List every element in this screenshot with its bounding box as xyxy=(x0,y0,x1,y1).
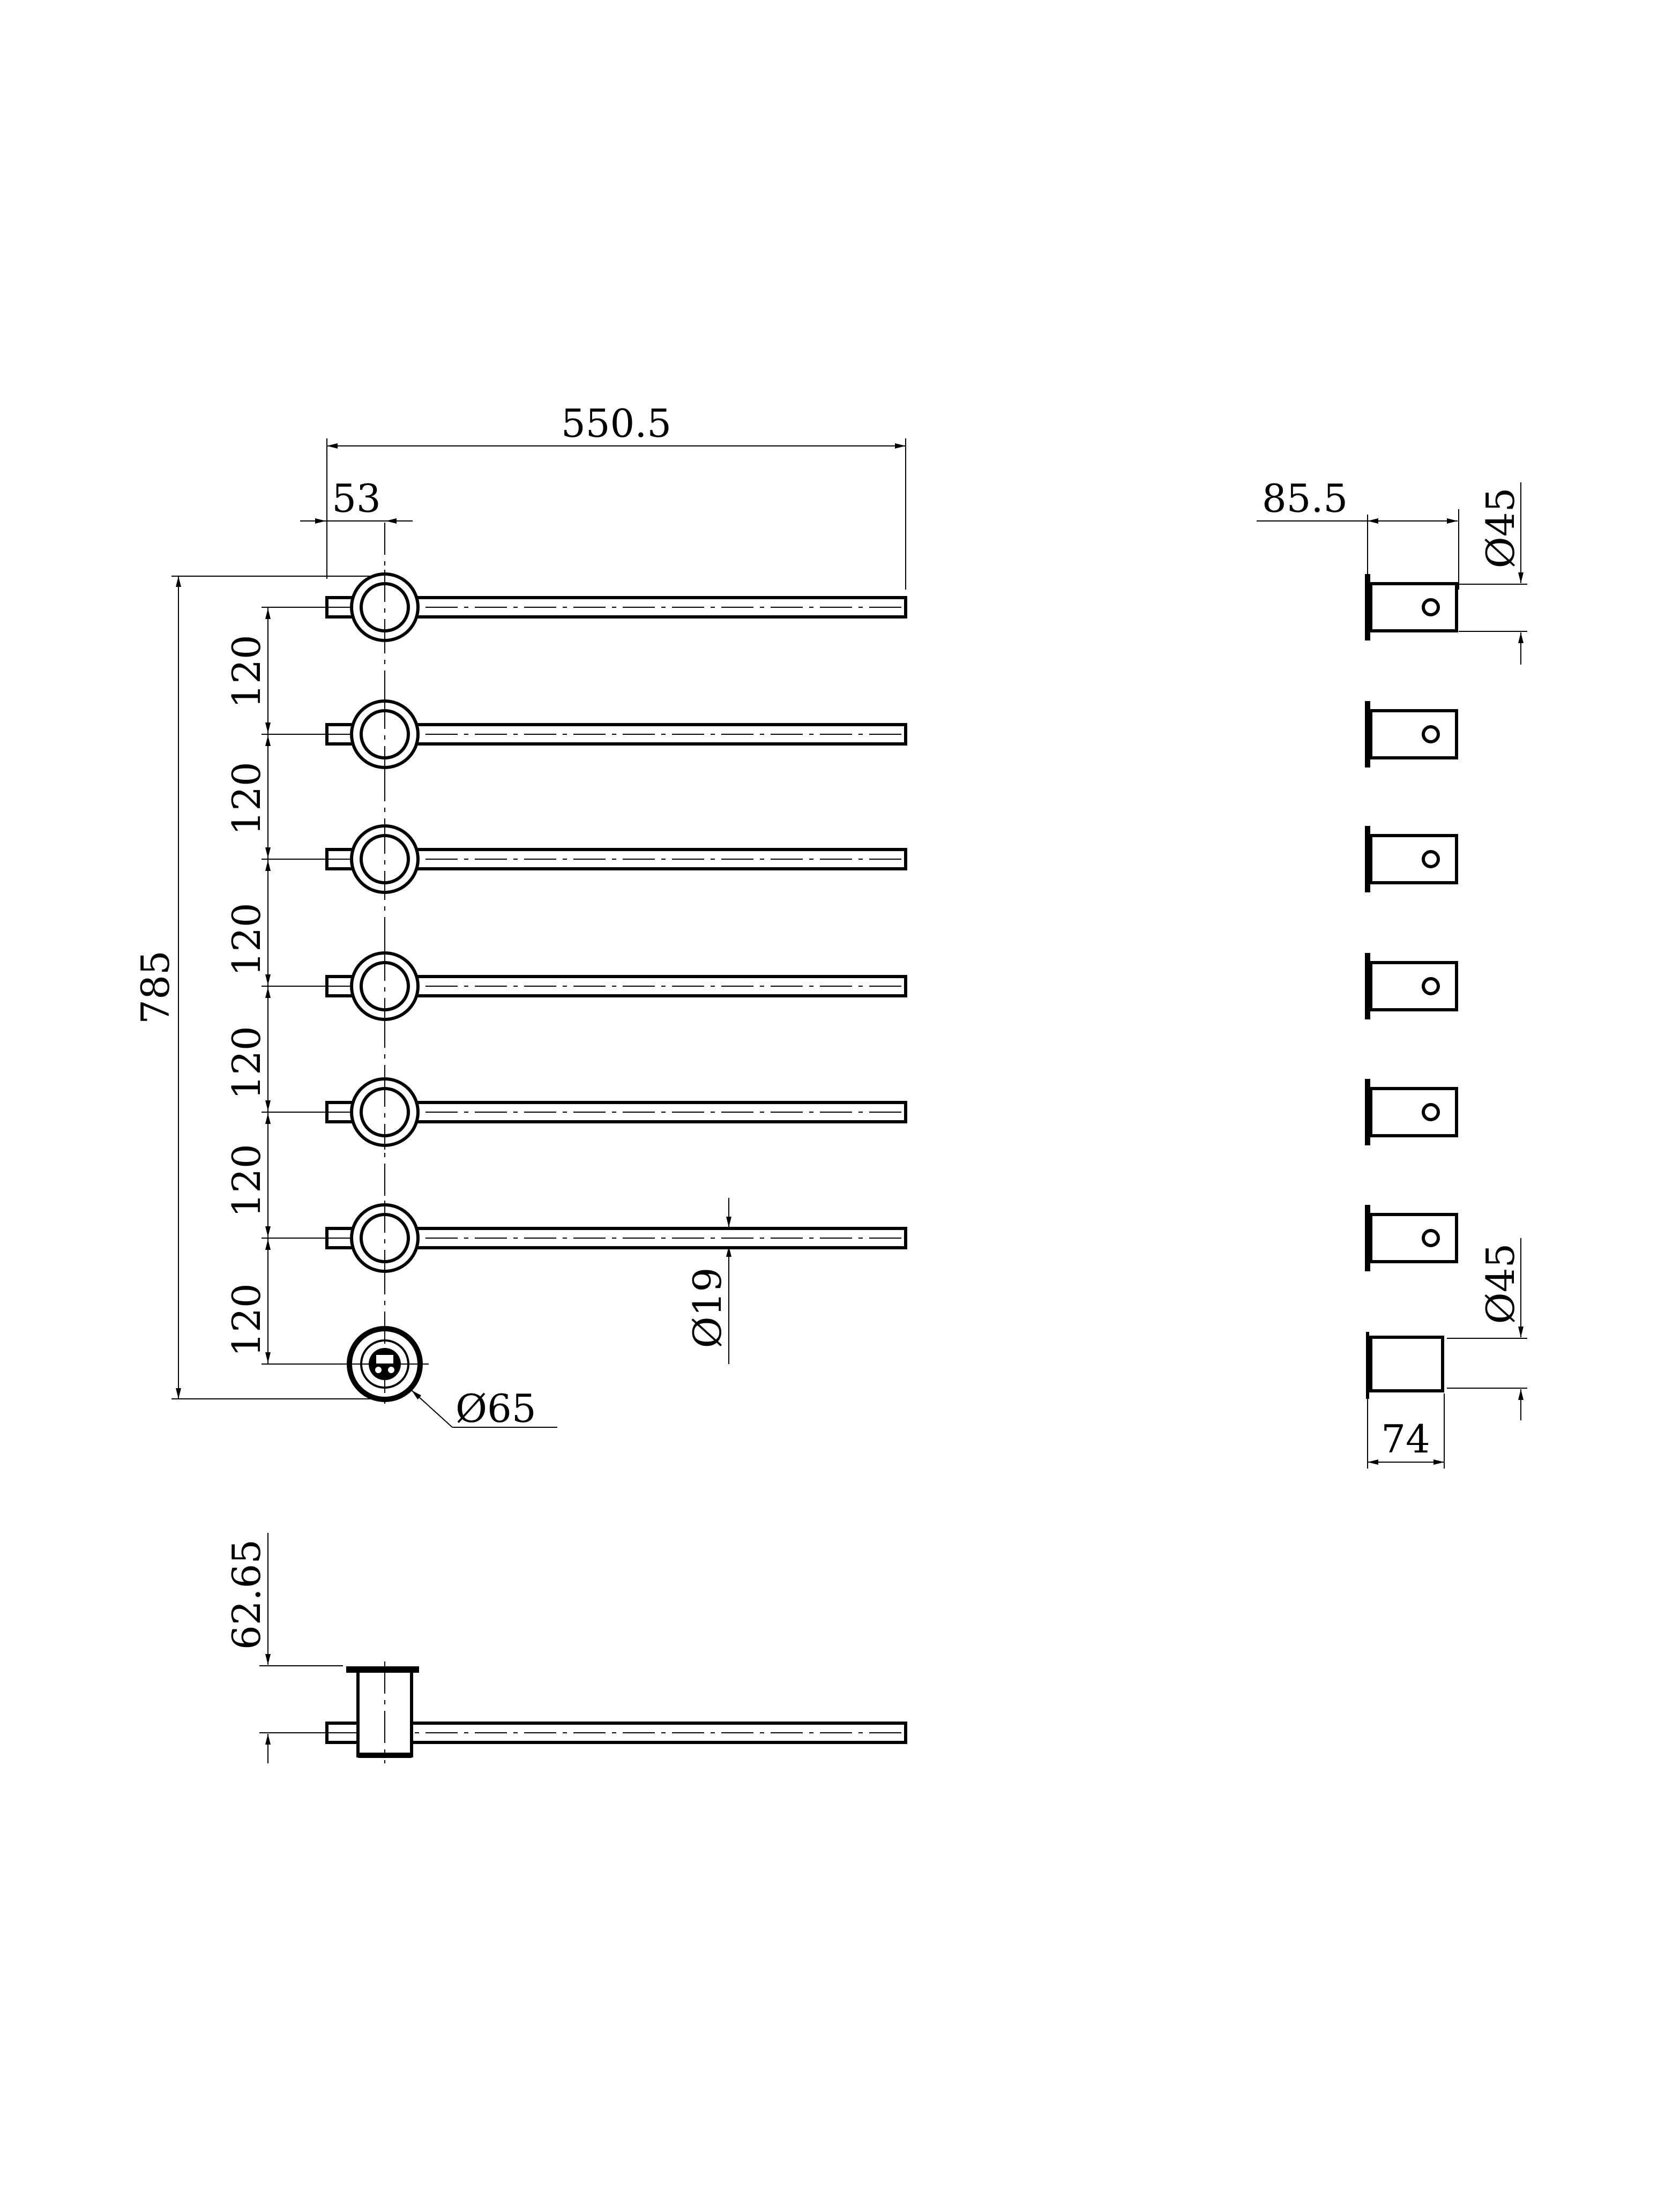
spacing-dimensions xyxy=(262,607,348,1365)
bottom-diameter-label: Ø45 xyxy=(1478,1243,1523,1324)
side-view: 85.5 Ø45 Ø45 74 xyxy=(1257,476,1527,1469)
overall-height-label: 785 xyxy=(133,950,178,1024)
element-depth-label: 74 xyxy=(1381,1417,1430,1462)
spacing-label-3: 120 xyxy=(224,903,269,976)
rail-1 xyxy=(325,570,907,645)
side-bracket-5 xyxy=(1365,1079,1458,1145)
plan-view: 62.65 xyxy=(224,1533,907,1763)
heating-element xyxy=(339,1326,429,1402)
spacing-label-5: 120 xyxy=(224,1144,269,1217)
element-side xyxy=(1366,1332,1444,1399)
spacing-label-2: 120 xyxy=(224,762,269,835)
offset-label: 53 xyxy=(332,476,381,521)
rail-5 xyxy=(325,1075,907,1150)
spacing-label-1: 120 xyxy=(224,635,269,708)
heated-rails xyxy=(325,570,907,1276)
rail-4 xyxy=(325,949,907,1024)
rail-6 xyxy=(325,1201,907,1276)
side-bracket-6 xyxy=(1365,1205,1458,1271)
side-brackets xyxy=(1365,574,1458,1271)
side-bracket-4 xyxy=(1365,953,1458,1019)
front-view: Ø65 550.5 53 785 120 120 120 120 120 120… xyxy=(133,401,907,1431)
element-diameter-label: Ø65 xyxy=(456,1386,536,1431)
overall-width-label: 550.5 xyxy=(561,401,671,446)
rail-3 xyxy=(325,822,907,897)
side-bracket-2 xyxy=(1365,701,1458,768)
element-diameter-arrow xyxy=(411,1390,453,1428)
plan-offset-label: 62.65 xyxy=(224,1539,269,1650)
rail-2 xyxy=(325,697,907,772)
top-diameter-label: Ø45 xyxy=(1478,488,1523,569)
depth-label: 85.5 xyxy=(1262,476,1348,521)
bar-diameter-label: Ø19 xyxy=(685,1268,730,1348)
spacing-label-6: 120 xyxy=(224,1283,269,1357)
side-bracket-1 xyxy=(1365,574,1458,640)
spacing-label-4: 120 xyxy=(224,1026,269,1099)
side-bracket-3 xyxy=(1365,826,1458,892)
